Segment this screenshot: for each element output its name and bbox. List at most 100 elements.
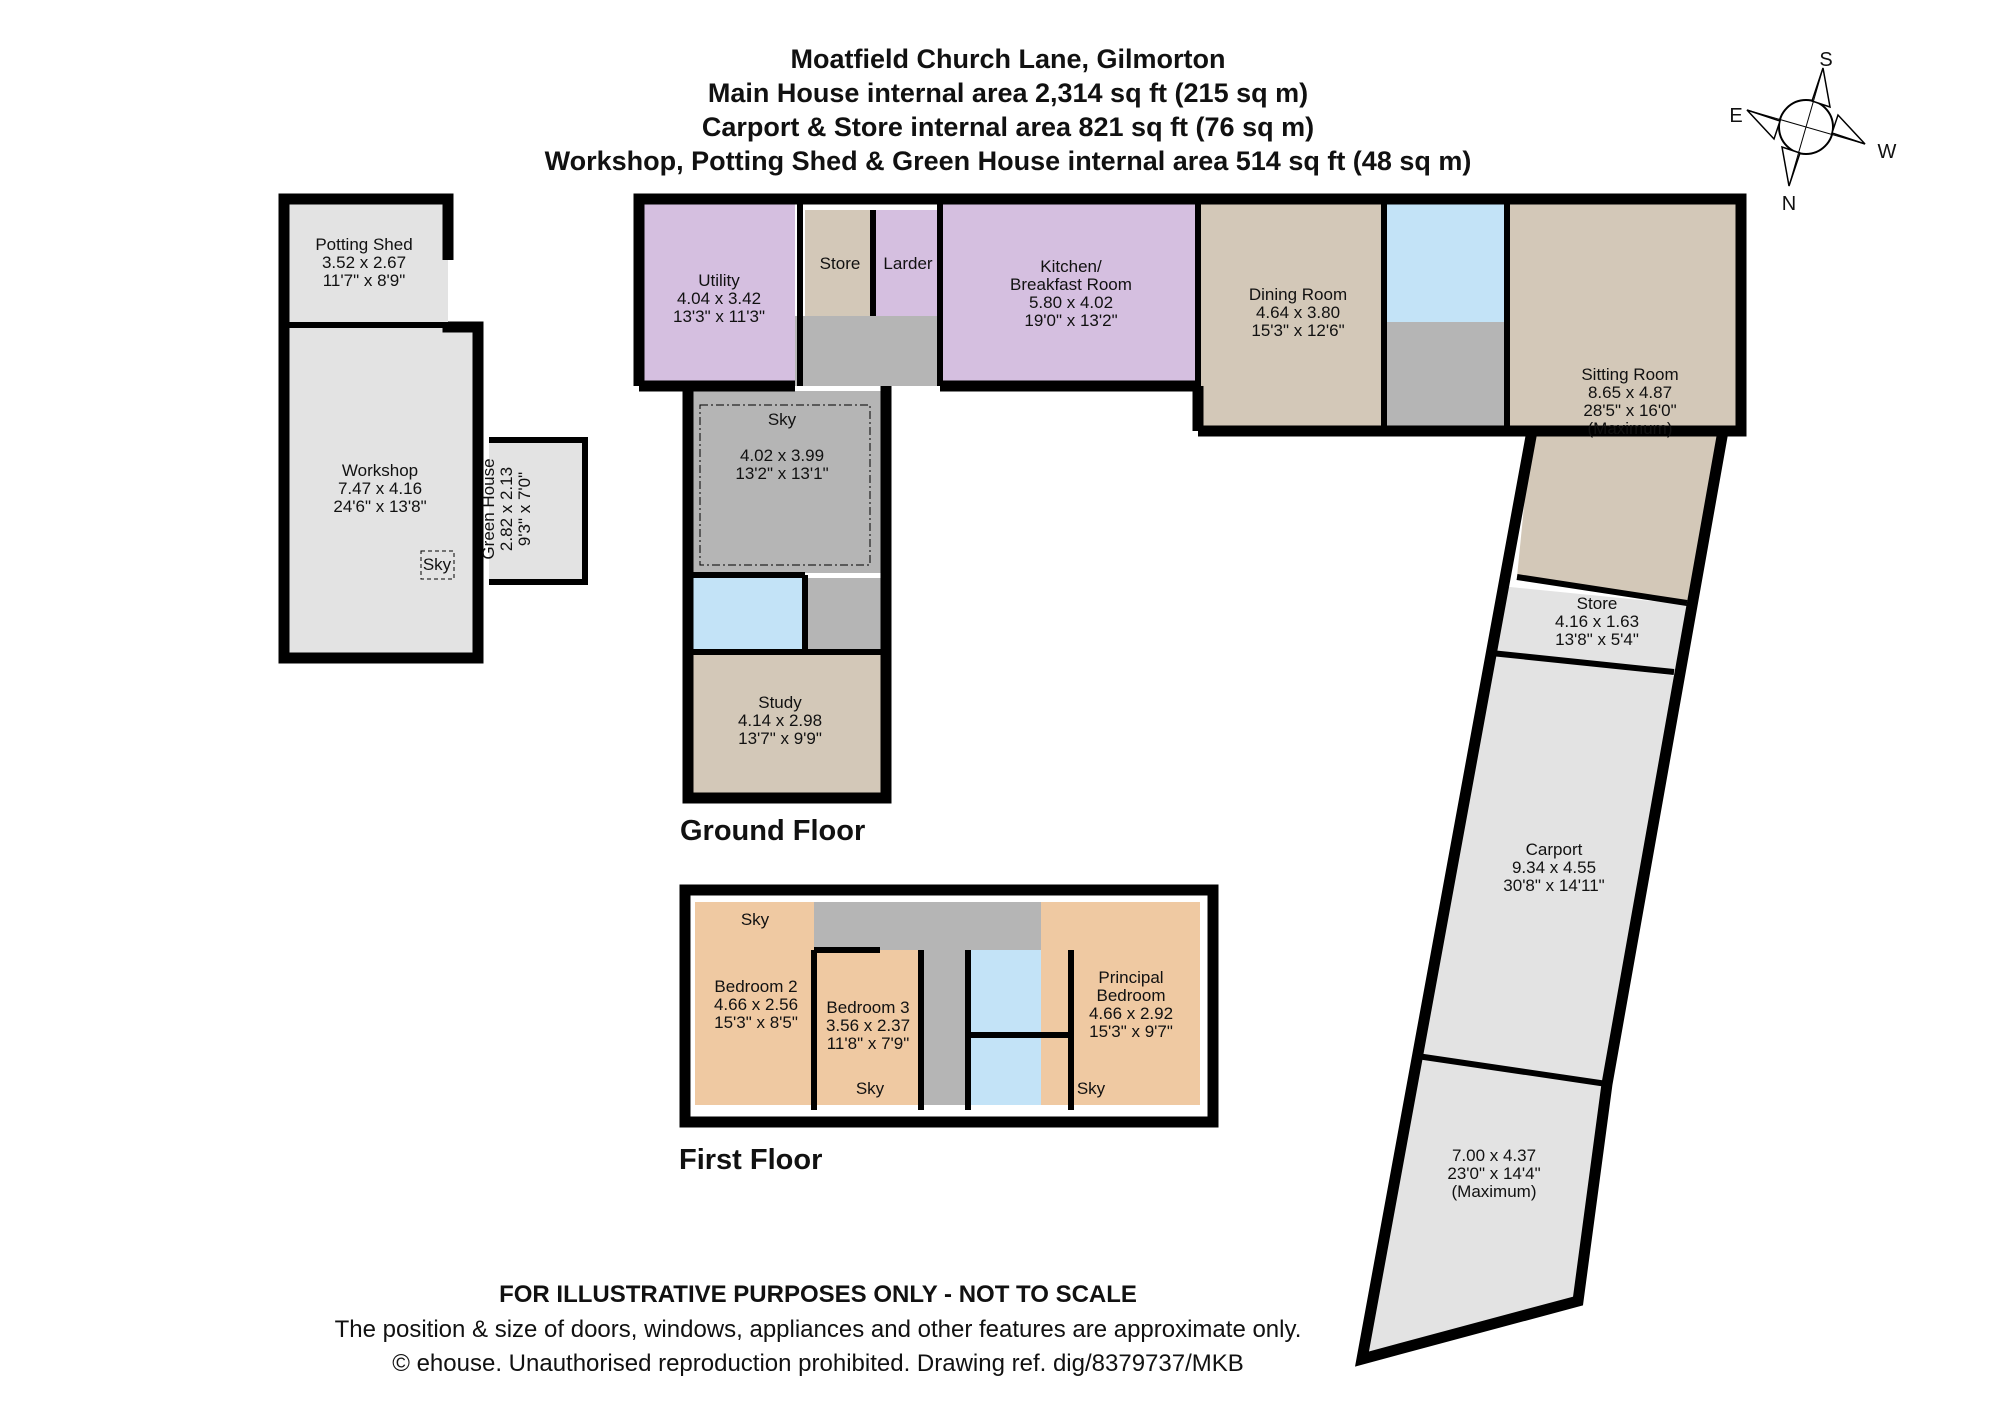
room-dimension: 15'3" x 12'6" xyxy=(1251,321,1344,340)
shower-room-fill xyxy=(688,578,805,650)
room-name: Store xyxy=(820,254,861,273)
carport-area: Carport & Store internal area 821 sq ft … xyxy=(702,112,1314,142)
room-name: Sky xyxy=(856,1079,885,1098)
room-name: Workshop xyxy=(342,461,418,480)
room-name: Potting Shed xyxy=(315,235,412,254)
room-dimension: 4.66 x 2.92 xyxy=(1089,1004,1173,1023)
compass-north: N xyxy=(1782,193,1796,215)
room-dimension: 8.65 x 4.87 xyxy=(1588,383,1672,402)
footer-note: The position & size of doors, windows, a… xyxy=(335,1316,1302,1343)
room-dimension: 28'5" x 16'0" xyxy=(1583,401,1676,420)
sitting-fill xyxy=(1507,199,1736,426)
room-dimension: 11'8" x 7'9" xyxy=(827,1034,910,1053)
ground-floor xyxy=(633,193,1747,1367)
room-dimension: 4.14 x 2.98 xyxy=(738,711,822,730)
room-label-larder: Larder xyxy=(883,254,932,273)
kitchen-fill xyxy=(940,199,1198,386)
room-dimension: 11'7" x 8'9" xyxy=(323,271,406,290)
inner-hall-fill xyxy=(1384,322,1507,426)
room-name: Sky xyxy=(768,410,797,429)
carport-store-fill xyxy=(1491,586,1691,672)
room-dimension: Breakfast Room xyxy=(1010,275,1132,294)
room-dimension: 9'3" x 7'0" xyxy=(515,472,534,546)
compass-east: E xyxy=(1729,105,1742,127)
room-dimension: 15'3" x 8'5" xyxy=(714,1013,798,1032)
room-dimension: 19'0" x 13'2" xyxy=(1024,311,1117,330)
room-name: Sky xyxy=(423,555,452,574)
compass-icon xyxy=(1746,67,1866,187)
workshop-sky-window xyxy=(420,550,455,580)
workshop-area-fill xyxy=(284,327,478,658)
room-dimension: 4.04 x 3.42 xyxy=(677,289,761,308)
room-name: Sky xyxy=(741,910,770,929)
room-name: Bedroom 3 xyxy=(826,998,909,1017)
room-name: Green House xyxy=(479,458,498,559)
room-dimension: 9.34 x 4.55 xyxy=(1512,858,1596,877)
cloakroom-fill xyxy=(1384,199,1507,322)
room-dimension: 30'8" x 14'11" xyxy=(1503,876,1604,895)
compass-south: S xyxy=(1819,49,1832,71)
main-house-area: Main House internal area 2,314 sq ft (21… xyxy=(708,78,1308,108)
room-dimension: 13'8" x 5'4" xyxy=(1555,630,1639,649)
room-dimension: 24'6" x 13'8" xyxy=(333,497,426,516)
room-name: Dining Room xyxy=(1249,285,1347,304)
carport-bay-fill xyxy=(1362,1056,1607,1359)
carport-fill xyxy=(1417,653,1677,1084)
disclaimer: FOR ILLUSTRATIVE PURPOSES ONLY - NOT TO … xyxy=(499,1281,1137,1308)
store-fill xyxy=(805,210,873,316)
room-dimension: 3.56 x 2.37 xyxy=(826,1016,910,1035)
room-label-store: Store xyxy=(820,254,861,273)
hall-fill xyxy=(795,316,940,386)
property-address: Moatfield Church Lane, Gilmorton xyxy=(790,44,1225,74)
utility-fill xyxy=(639,199,795,386)
rear-hall-fill xyxy=(805,578,881,650)
room-dimension: (Maximum) xyxy=(1588,419,1673,438)
room-dimension: 4.16 x 1.63 xyxy=(1555,612,1639,631)
room-label-bedroom-3-sky: Sky xyxy=(856,1079,885,1098)
room-name: Bedroom 2 xyxy=(714,977,797,996)
bedroom-2-fill xyxy=(695,902,814,1105)
dining-fill xyxy=(1198,199,1384,426)
room-dimension: 4.02 x 3.99 xyxy=(740,446,824,465)
room-name: Principal xyxy=(1098,968,1163,987)
principal-bedroom-fill-2 xyxy=(1071,950,1200,1105)
room-dimension: Bedroom xyxy=(1097,986,1166,1005)
green-house-area-fill xyxy=(489,440,584,580)
room-label-bedroom-2-sky: Sky xyxy=(741,910,770,929)
garden-room-sky xyxy=(699,404,871,566)
room-dimension: (Maximum) xyxy=(1452,1182,1537,1201)
room-name: Sky xyxy=(1077,1079,1106,1098)
room-name: Utility xyxy=(698,271,740,290)
first-floor xyxy=(679,884,1219,1128)
room-dimension: 4.66 x 2.56 xyxy=(714,995,798,1014)
room-dimension: 23'0" x 14'4" xyxy=(1447,1164,1540,1183)
room-name: Kitchen/ xyxy=(1040,257,1102,276)
compass-west: W xyxy=(1878,141,1897,163)
first-floor-label: First Floor xyxy=(679,1144,822,1176)
room-dimension: 2.82 x 2.13 xyxy=(497,467,516,551)
study-fill xyxy=(688,655,881,793)
room-name: Sitting Room xyxy=(1581,365,1678,384)
workshop-area: Workshop, Potting Shed & Green House int… xyxy=(545,146,1472,176)
room-dimension: 15'3" x 9'7" xyxy=(1089,1022,1173,1041)
stairs-fill xyxy=(921,950,968,1105)
ground-floor-label: Ground Floor xyxy=(680,815,865,847)
room-dimension: 5.80 x 4.02 xyxy=(1029,293,1113,312)
room-dimension: 13'7" x 9'9" xyxy=(738,729,822,748)
copyright: © ehouse. Unauthorised reproduction proh… xyxy=(392,1350,1244,1377)
room-dimension: 3.52 x 2.67 xyxy=(322,253,406,272)
